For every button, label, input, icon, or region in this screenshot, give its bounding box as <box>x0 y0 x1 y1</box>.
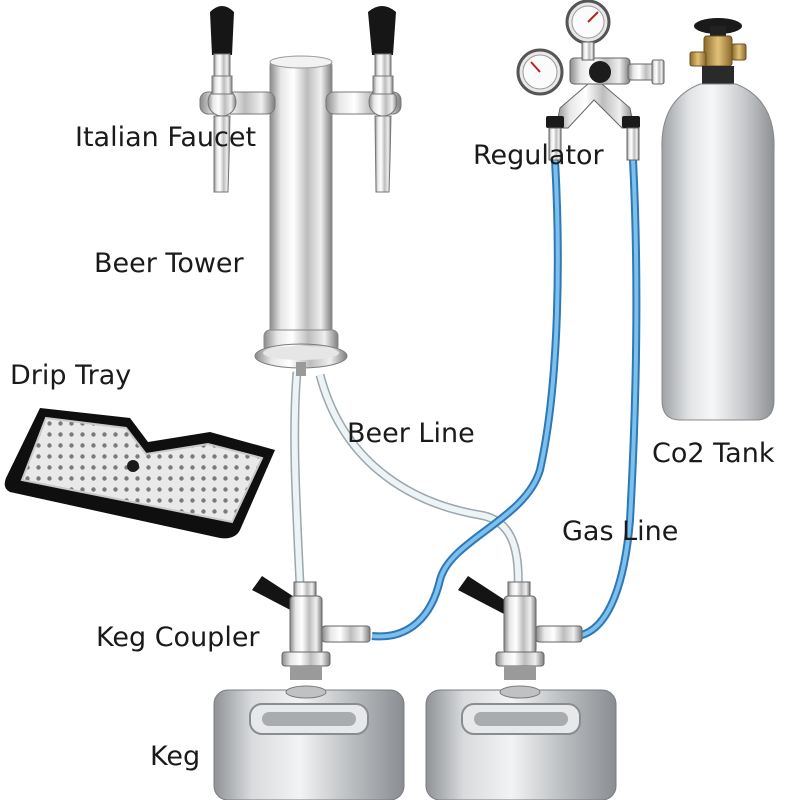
gas-line-right <box>576 159 641 640</box>
label-italian-faucet: Italian Faucet <box>75 122 257 153</box>
label-drip-tray: Drip Tray <box>10 360 132 391</box>
gas-line-hoses <box>371 159 641 641</box>
gas-line-left <box>371 159 562 641</box>
label-co2-tank: Co2 Tank <box>652 438 775 469</box>
co2-tank <box>661 18 775 421</box>
keg-left <box>213 685 405 800</box>
beer-tower <box>254 55 348 376</box>
label-beer-tower: Beer Tower <box>94 248 244 279</box>
keg-coupler-left <box>252 576 371 680</box>
beer-line-hoses <box>290 371 523 591</box>
label-keg: Keg <box>150 741 201 772</box>
regulator <box>516 0 665 161</box>
keg-coupler-right <box>458 576 583 680</box>
label-gas-line: Gas Line <box>562 516 679 547</box>
drip-tray <box>4 408 276 539</box>
beer-line-right <box>315 373 523 591</box>
italian-faucet-left <box>199 6 276 193</box>
italian-faucet-right <box>325 6 402 193</box>
keg-right <box>425 685 617 800</box>
label-beer-line: Beer Line <box>347 418 475 449</box>
label-keg-coupler: Keg Coupler <box>96 622 260 653</box>
label-regulator: Regulator <box>473 140 604 171</box>
